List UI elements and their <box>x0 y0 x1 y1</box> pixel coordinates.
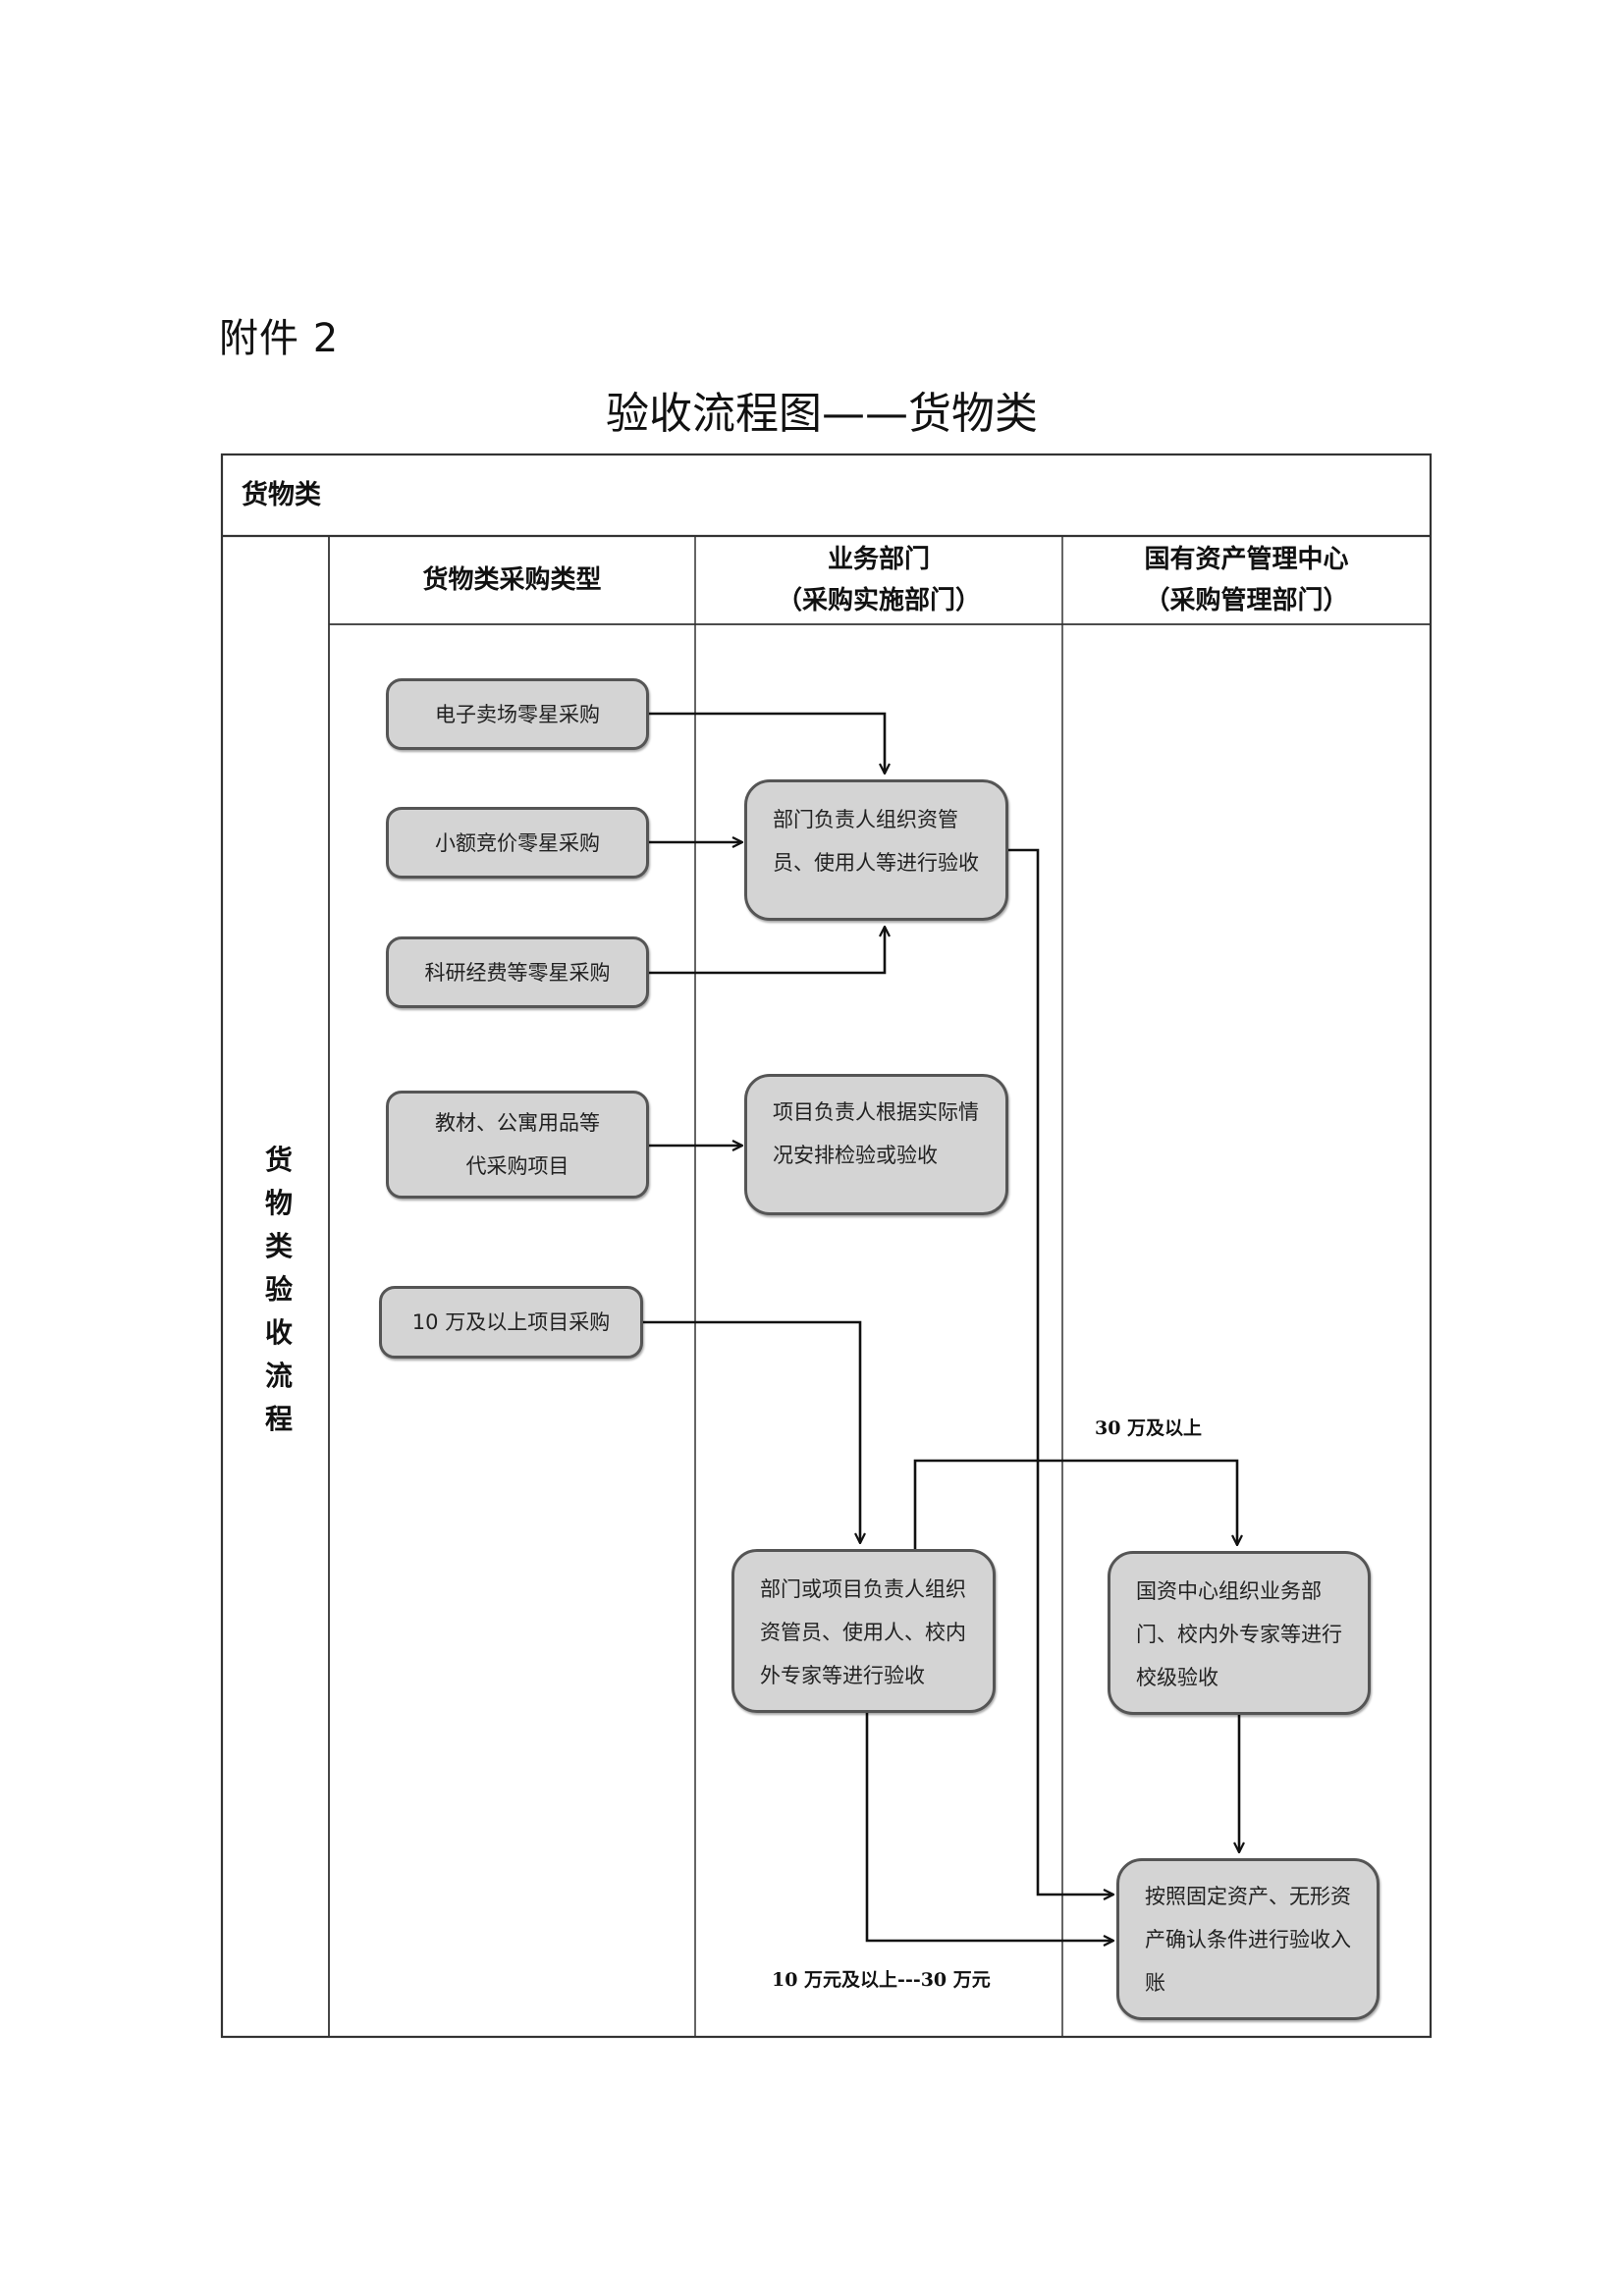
node-text: 员、使用人等进行验收 <box>773 851 979 875</box>
node-text: 产确认条件进行验收入 <box>1145 1928 1351 1951</box>
side-label-goods-acceptance-flow: 货 物 类 验 收 流 程 <box>257 1139 300 1441</box>
node-text: 代采购项目 <box>465 1154 569 1178</box>
side-label-char: 程 <box>264 1403 293 1435</box>
node-text: 10 万及以上项目采购 <box>411 1310 611 1334</box>
side-label-char: 流 <box>264 1360 293 1392</box>
arrow-dept-head-to-registration <box>1008 848 1113 1895</box>
node-textbooks: 教材、公寓用品等 代采购项目 <box>386 1091 649 1199</box>
node-text: 电子卖场零星采购 <box>435 702 600 726</box>
column-header-line: 货物类采购类型 <box>422 565 602 595</box>
node-text: 校级验收 <box>1136 1666 1218 1689</box>
arrow-100k-300k-to-registration <box>865 1713 1113 1941</box>
table-grid <box>220 453 1433 2039</box>
side-label-char: 货 <box>264 1144 293 1176</box>
side-label-char: 类 <box>264 1230 293 1262</box>
node-asset-registration: 按照固定资产、无形资 产确认条件进行验收入 账 <box>1116 1858 1380 2020</box>
column-header-procurement-type: 货物类采购类型 <box>329 536 695 624</box>
node-text: 部门或项目负责人组织 <box>760 1577 966 1601</box>
node-text: 外专家等进行验收 <box>760 1664 925 1687</box>
node-dept-head-acceptance: 部门负责人组织资管 员、使用人等进行验收 <box>744 779 1008 921</box>
table-border <box>220 453 1433 2039</box>
node-text: 门、校内外专家等进行 <box>1136 1623 1342 1646</box>
column-header-asset-center: 国有资产管理中心 （采购管理部门） <box>1062 536 1431 624</box>
node-text: 国资中心组织业务部 <box>1136 1579 1322 1603</box>
side-label-char: 验 <box>264 1273 293 1306</box>
column-header-line: 国有资产管理中心 <box>1144 545 1349 574</box>
node-text: 项目负责人根据实际情 <box>773 1100 979 1124</box>
page-title: 验收流程图——货物类 <box>606 389 1038 439</box>
node-text: 况安排检验或验收 <box>773 1144 938 1167</box>
annotation-100k-to-300k: 10 万元及以上---30 万元 <box>772 1969 991 1991</box>
node-text: 账 <box>1145 1971 1165 1995</box>
column-header-line: 业务部门 <box>827 545 930 574</box>
category-label: 货物类 <box>242 480 321 510</box>
column-header-subline: （采购管理部门） <box>1144 586 1349 615</box>
node-project-head-acceptance: 项目负责人根据实际情 况安排检验或验收 <box>744 1074 1008 1215</box>
arrow-over-300k <box>913 1459 1237 1549</box>
arrow-over-100k <box>643 1320 860 1543</box>
node-over-100k: 10 万及以上项目采购 <box>379 1286 643 1359</box>
column-header-business-dept: 业务部门 （采购实施部门） <box>695 536 1062 624</box>
node-text: 按照固定资产、无形资 <box>1145 1885 1351 1908</box>
side-label-char: 物 <box>264 1187 293 1219</box>
node-research-funds: 科研经费等零星采购 <box>386 936 649 1008</box>
annotation-over-300k: 30 万及以上 <box>1095 1417 1203 1439</box>
node-text: 资管员、使用人、校内 <box>760 1621 966 1644</box>
node-text: 教材、公寓用品等 <box>435 1111 600 1135</box>
node-text: 部门负责人组织资管 <box>773 808 958 831</box>
node-small-bidding: 小额竞价零星采购 <box>386 807 649 879</box>
node-dept-or-project-acceptance: 部门或项目负责人组织 资管员、使用人、校内 外专家等进行验收 <box>731 1549 996 1713</box>
column-header-subline: （采购实施部门） <box>776 586 981 615</box>
node-school-level-acceptance: 国资中心组织业务部 门、校内外专家等进行 校级验收 <box>1108 1551 1371 1715</box>
node-text: 科研经费等零星采购 <box>424 960 611 985</box>
node-electronic-mall: 电子卖场零星采购 <box>386 678 649 750</box>
arrow-electronic-mall <box>649 712 885 774</box>
side-label-char: 收 <box>264 1316 293 1349</box>
attachment-label: 附件 2 <box>219 316 340 361</box>
arrow-research-funds <box>649 927 885 975</box>
node-text: 小额竞价零星采购 <box>435 830 600 855</box>
